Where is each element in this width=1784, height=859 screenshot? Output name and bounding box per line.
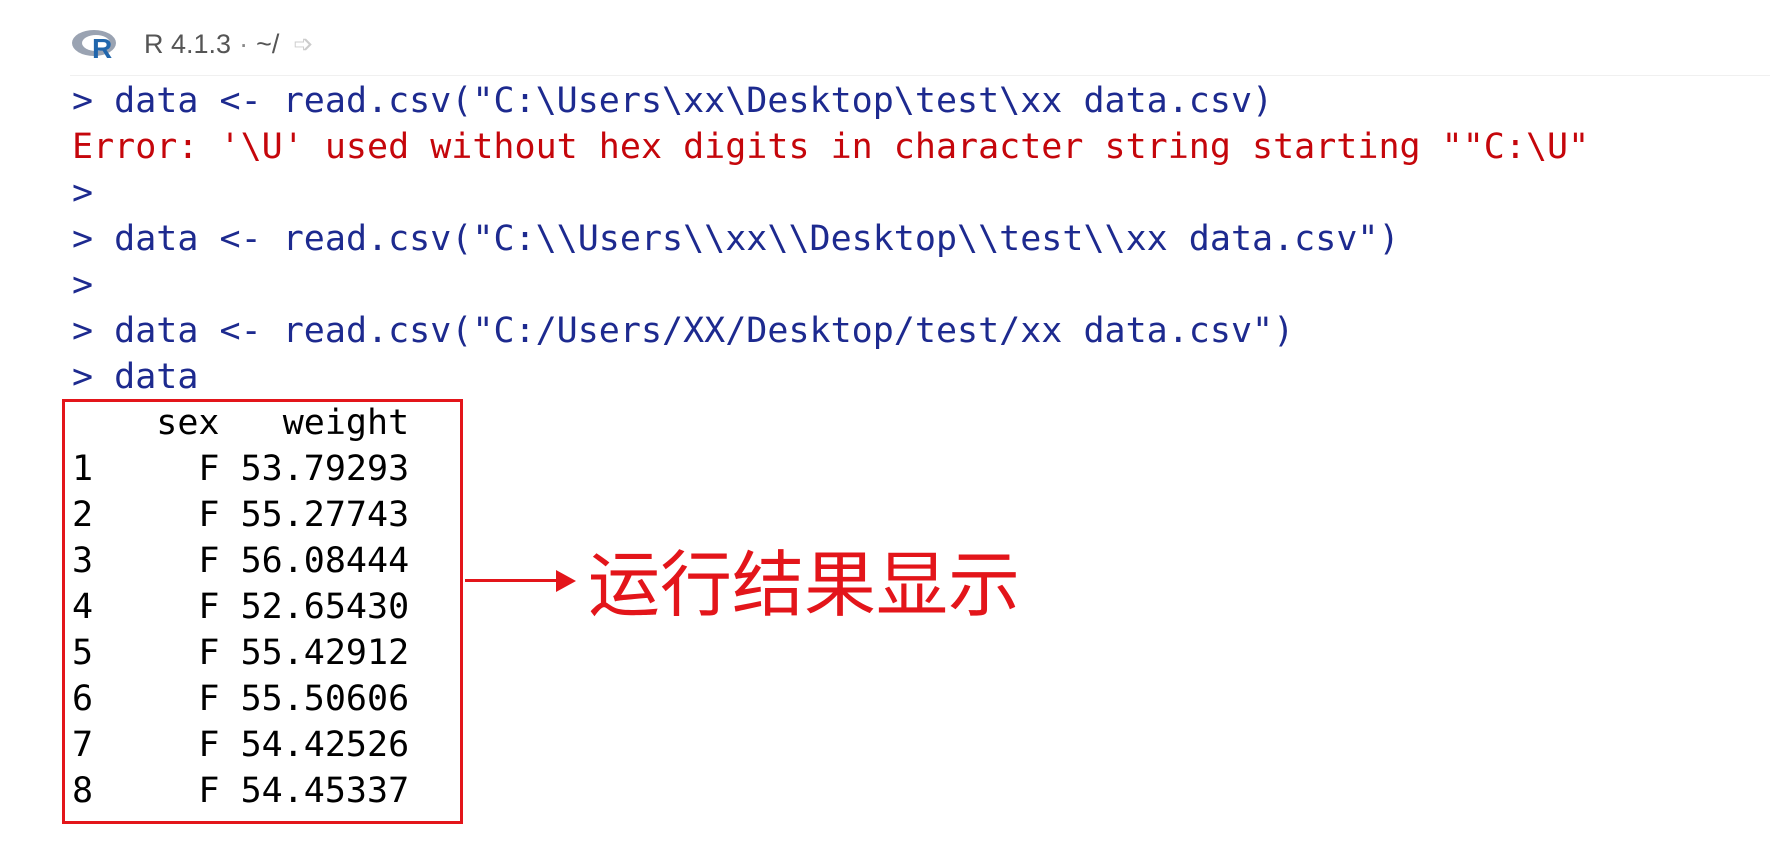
console-output-line: 7 F 54.42526 <box>72 722 1589 768</box>
console-line-text: sex weight <box>72 403 410 443</box>
console-line-text: 6 F 55.50606 <box>72 679 410 719</box>
console-command-line: > data <- read.csv("C:\Users\xx\Desktop\… <box>72 78 1589 124</box>
console-output-line: sex weight <box>72 400 1589 446</box>
console-output-line: 3 F 56.08444 <box>72 538 1589 584</box>
console-prompt: > <box>72 357 94 397</box>
console-output-line: 2 F 55.27743 <box>72 492 1589 538</box>
console-line-text: 7 F 54.42526 <box>72 725 410 765</box>
console-prompt: > <box>72 311 94 351</box>
console-line-text: 5 F 55.42912 <box>72 633 410 673</box>
console-output[interactable]: > data <- read.csv("C:\Users\xx\Desktop\… <box>72 78 1589 814</box>
annotation-arrow-head-icon <box>556 570 576 592</box>
console-command-line: > data <- read.csv("C:/Users/XX/Desktop/… <box>72 308 1589 354</box>
console-command-line: > data <- read.csv("C:\\Users\\xx\\Deskt… <box>72 216 1589 262</box>
console-output-line: 4 F 52.65430 <box>72 584 1589 630</box>
console-output-line: 6 F 55.50606 <box>72 676 1589 722</box>
console-prompt: > <box>72 219 94 259</box>
result-highlight-box <box>62 399 463 824</box>
header-separator: · <box>239 28 249 59</box>
working-directory-link[interactable]: ~/ <box>256 28 280 59</box>
console-line-text: data <- read.csv("C:/Users/XX/Desktop/te… <box>93 311 1295 351</box>
console-line-text: data <box>93 357 199 397</box>
console-prompt: > <box>72 265 94 305</box>
console-output-line: 8 F 54.45337 <box>72 768 1589 814</box>
header-divider <box>70 75 1770 76</box>
console-line-text: Error: '\U' used without hex digits in c… <box>72 127 1590 167</box>
console-output-line: 5 F 55.42912 <box>72 630 1589 676</box>
console-line-text: 8 F 54.45337 <box>72 771 410 811</box>
console-command-line: > data <box>72 354 1589 400</box>
console-prompt: > <box>72 173 94 213</box>
annotation-label: 运行结果显示 <box>588 543 1021 627</box>
console-line-text: 2 F 55.27743 <box>72 495 410 535</box>
r-version-label: R 4.1.3 <box>144 28 232 59</box>
console-header: R R 4.1.3 · ~/ ➩ <box>70 22 313 66</box>
console-line-text: data <- read.csv("C:\Users\xx\Desktop\te… <box>93 81 1274 121</box>
console-line-text: data <- read.csv("C:\\Users\\xx\\Desktop… <box>93 219 1400 259</box>
annotation-arrow-line <box>465 579 565 582</box>
arrow-right-icon[interactable]: ➩ <box>293 30 314 58</box>
console-prompt: > <box>72 81 94 121</box>
console-error-line: Error: '\U' used without hex digits in c… <box>72 124 1589 170</box>
console-output-line: 1 F 53.79293 <box>72 446 1589 492</box>
console-command-line: > <box>72 262 1589 308</box>
console-line-text: 4 F 52.65430 <box>72 587 410 627</box>
r-logo-icon: R <box>70 24 122 64</box>
console-line-text: 1 F 53.79293 <box>72 449 410 489</box>
svg-text:R: R <box>92 33 112 64</box>
console-line-text: 3 F 56.08444 <box>72 541 410 581</box>
console-command-line: > <box>72 170 1589 216</box>
